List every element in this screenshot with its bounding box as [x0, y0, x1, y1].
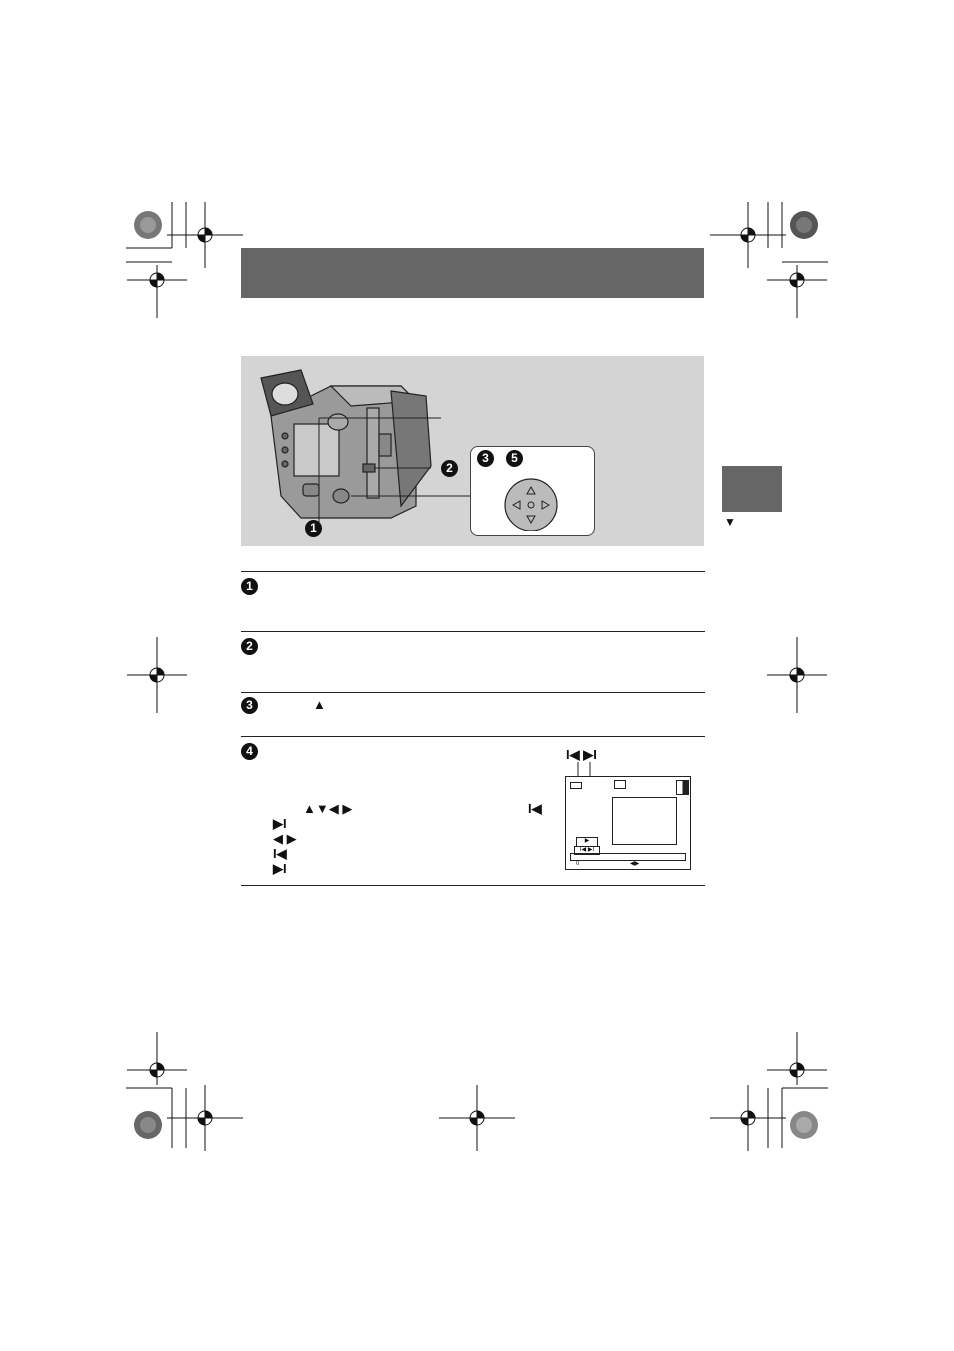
skip-forward-icon: ▶I: [273, 816, 287, 831]
skip-buttons-label: I◀ ▶I: [566, 747, 597, 762]
skip-back-icon: I◀: [273, 846, 287, 861]
step-divider: [241, 571, 705, 572]
crosshair-marks: [127, 202, 827, 1151]
menu-bar: [570, 853, 686, 861]
side-tab-down-arrow-icon: ▼: [724, 515, 736, 529]
figure-callout-5: 5: [506, 450, 523, 467]
skip-forward-icon: ▶I: [273, 861, 287, 876]
frame-icon: [614, 780, 626, 789]
step-divider: [241, 692, 705, 693]
step-divider: [241, 736, 705, 737]
step-number-2: 2: [241, 638, 258, 655]
skip-buttons: I◀ ▶I: [574, 846, 600, 855]
side-index-tab: [722, 466, 782, 512]
lcd-screen-diagram: ▶ I◀ ▶I 0 ◀▶: [565, 776, 691, 870]
starburst-targets: [134, 211, 818, 1139]
step-number-3: 3: [241, 697, 258, 714]
control-arrows-icon: ▲▼◀ ▶: [303, 801, 353, 816]
up-arrow-icon: ▲: [313, 697, 326, 712]
navigation-hint: ◀▶: [630, 861, 640, 867]
figure-callout-3: 3: [477, 450, 494, 467]
camera-illustration: [260, 369, 471, 526]
battery-icon: [570, 782, 582, 789]
step-number-4: 4: [241, 743, 258, 760]
left-right-arrows-icon: ◀ ▶: [273, 831, 297, 846]
step-number-1: 1: [241, 578, 258, 595]
image-frame: [612, 797, 677, 845]
control-pad-icon: [504, 478, 558, 531]
step-divider: [241, 885, 705, 886]
counter-value: 0: [576, 861, 580, 867]
step-divider: [241, 631, 705, 632]
section-header-bar: [241, 248, 704, 298]
figure-callout-1: 1: [305, 520, 322, 537]
figure-callout-2: 2: [441, 460, 458, 477]
contrast-icon: [676, 780, 689, 795]
controller-callout: 3 5: [470, 446, 595, 536]
skip-back-icon: I◀: [528, 801, 542, 816]
